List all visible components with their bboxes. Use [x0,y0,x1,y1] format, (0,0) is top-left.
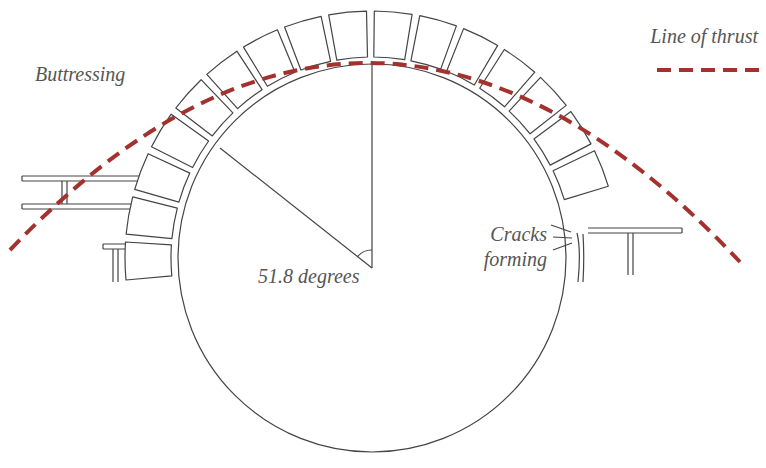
angle-label: 51.8 degrees [258,264,359,289]
legend-line-sample [657,68,762,72]
voussoir-stone [125,242,172,280]
angled-radius [220,148,372,268]
voussoirs [125,11,608,280]
voussoir-stone [126,197,177,239]
crack-leaders [551,225,572,250]
vertical-radius [371,64,372,268]
cracks-label: Cracks forming [452,222,547,272]
voussoir-stone [553,151,608,200]
voussoir-stone [329,11,368,60]
voussoir-stone [374,11,412,60]
arch-circle [178,64,566,452]
thrust-line [10,63,740,262]
right-wall [577,228,682,282]
legend-label: Line of thrust [650,24,758,49]
voussoir-stone [411,16,457,69]
buttressing-label: Buttressing [35,62,125,87]
angle-arc [358,250,372,257]
voussoir-stone [285,16,331,70]
